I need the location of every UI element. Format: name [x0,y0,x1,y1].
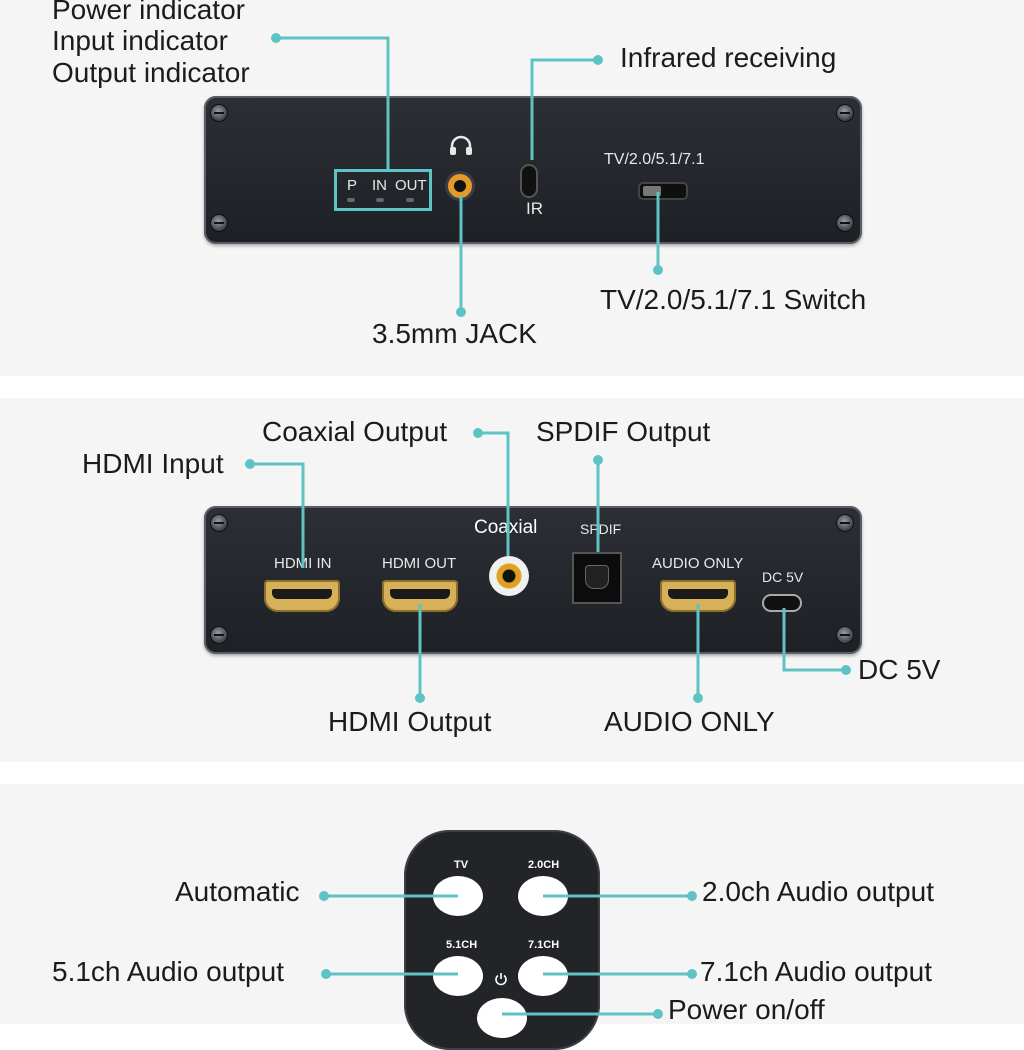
mode-switch[interactable] [640,184,686,198]
label-dc5v: DC 5V [858,654,941,685]
screw [836,626,854,644]
label-input-indicator: Input indicator [52,25,228,56]
device-rear-panel: HDMI IN HDMI OUT Coaxial SPDIF AUDIO ONL… [204,506,862,654]
device-label-in: IN [372,177,387,194]
screw [210,214,228,232]
label-power: Power on/off [668,994,825,1025]
dc-port [764,596,800,610]
device-label-spdif: SPDIF [580,521,622,537]
remote-button-51ch[interactable] [433,956,483,996]
audio-only-port [660,580,736,612]
label-infrared-receiving: Infrared receiving [620,42,837,73]
label-51ch: 5.1ch Audio output [52,956,284,987]
label-71ch: 7.1ch Audio output [700,956,932,987]
device-front-panel: P IN OUT IR TV/2.0/5.1/7.1 [204,96,862,244]
coaxial-port [489,556,529,596]
device-label-dc5v: DC 5V [762,569,804,585]
label-audio-only: AUDIO ONLY [604,706,775,737]
screw [836,214,854,232]
screw [836,104,854,122]
remote-button-tv[interactable] [433,876,483,916]
spdif-port [572,552,622,604]
device-label-p: P [347,177,358,194]
device-label-hdmi-in: HDMI IN [274,555,332,572]
screw [836,514,854,532]
label-hdmi-output: HDMI Output [328,706,492,737]
remote-label-51ch: 5.1CH [446,939,478,951]
headphone-icon [448,134,474,156]
label-hdmi-input: HDMI Input [82,448,224,479]
label-output-indicator: Output indicator [52,57,250,88]
label-automatic: Automatic [175,876,300,907]
device-label-ir: IR [526,199,543,218]
screw [210,626,228,644]
led-input [376,198,384,202]
remote-label-tv: TV [454,859,469,871]
label-power-indicator: Power indicator [52,0,245,25]
device-label-out: OUT [395,177,427,194]
remote-label-20ch: 2.0CH [528,859,560,871]
remote-button-20ch[interactable] [518,876,568,916]
indicator-highlight-box [334,169,432,211]
power-icon [494,972,508,986]
label-spdif-output: SPDIF Output [536,416,711,447]
label-jack: 3.5mm JACK [372,318,537,349]
device-label-mode: TV/2.0/5.1/7.1 [604,151,705,168]
remote-button-71ch[interactable] [518,956,568,996]
label-20ch: 2.0ch Audio output [702,876,934,907]
screw [210,104,228,122]
screw [210,514,228,532]
audio-jack [448,174,472,198]
hdmi-in-port [264,580,340,612]
device-label-coaxial: Coaxial [474,517,538,538]
remote-button-power[interactable] [477,998,527,1038]
led-power [347,198,355,202]
ir-receiver [522,166,536,196]
device-label-audio-only: AUDIO ONLY [652,555,744,572]
hdmi-out-port [382,580,458,612]
label-coaxial-output: Coaxial Output [262,416,448,447]
led-output [406,198,414,202]
label-switch: TV/2.0/5.1/7.1 Switch [600,284,867,315]
device-label-hdmi-out: HDMI OUT [382,555,457,572]
remote-label-71ch: 7.1CH [528,939,560,951]
